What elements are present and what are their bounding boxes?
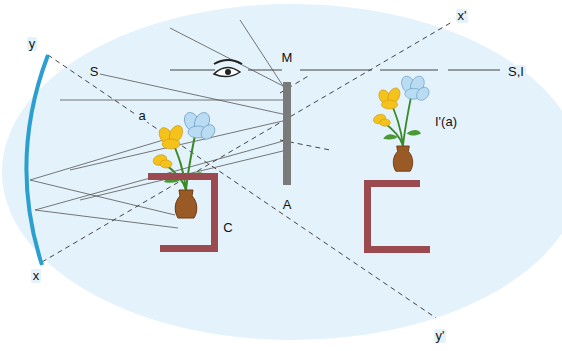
part-label: A [281,198,294,212]
part-label: I'(a) [433,115,459,129]
light-rays [30,20,287,228]
part-label: C [221,221,234,235]
background-ellipse [2,4,562,340]
axis-lines [42,22,500,318]
part-label: y' [434,329,447,343]
part-label: y [27,37,38,51]
screen [283,82,291,185]
concave-mirror [26,55,48,265]
part-label: x [31,269,42,283]
eye [214,60,242,77]
stand [148,173,218,252]
flower-object [152,110,218,218]
stand-image [364,180,430,253]
part-label: a [136,109,147,123]
flower-image [372,74,431,171]
part-label: M [280,51,295,65]
part-label: S [88,65,101,79]
part-label: x' [456,9,469,23]
part-label: S,I [506,65,526,79]
